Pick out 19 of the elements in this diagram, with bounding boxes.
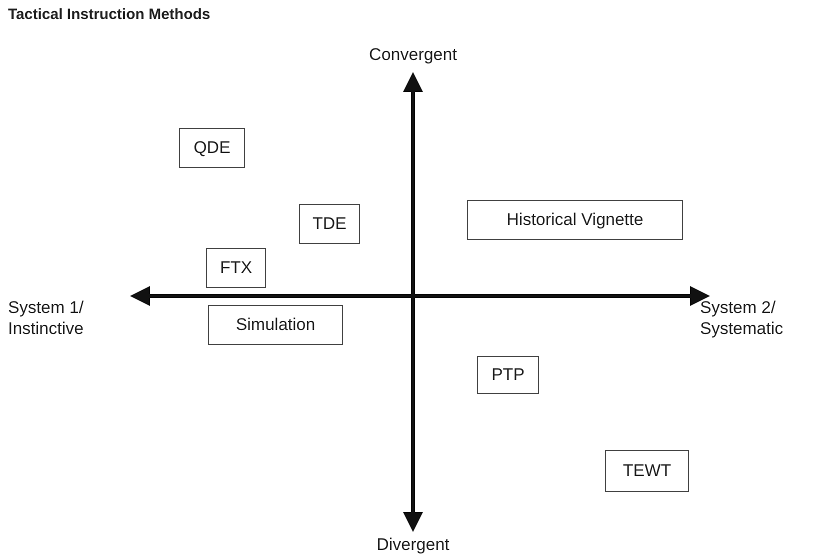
axis-label: System 2/ Systematic xyxy=(700,297,784,339)
method-box xyxy=(477,356,539,394)
axis-label: Convergent xyxy=(368,44,458,65)
method-box xyxy=(208,305,343,345)
method-box xyxy=(206,248,266,288)
method-label: PTP xyxy=(491,365,525,385)
axis-label: System 1/ Instinctive xyxy=(8,297,85,339)
method-box xyxy=(179,128,245,168)
method-label: Historical Vignette xyxy=(506,210,644,230)
axis-label: Divergent xyxy=(376,534,450,555)
method-label: TEWT xyxy=(622,461,672,481)
method-label: TDE xyxy=(312,214,346,234)
method-box xyxy=(605,450,689,492)
method-label: QDE xyxy=(194,138,230,158)
method-box xyxy=(467,200,683,240)
chart-title: Tactical Instruction Methods xyxy=(8,6,210,23)
method-box xyxy=(299,204,360,244)
method-label: FTX xyxy=(220,258,252,278)
method-label: Simulation xyxy=(236,315,316,335)
